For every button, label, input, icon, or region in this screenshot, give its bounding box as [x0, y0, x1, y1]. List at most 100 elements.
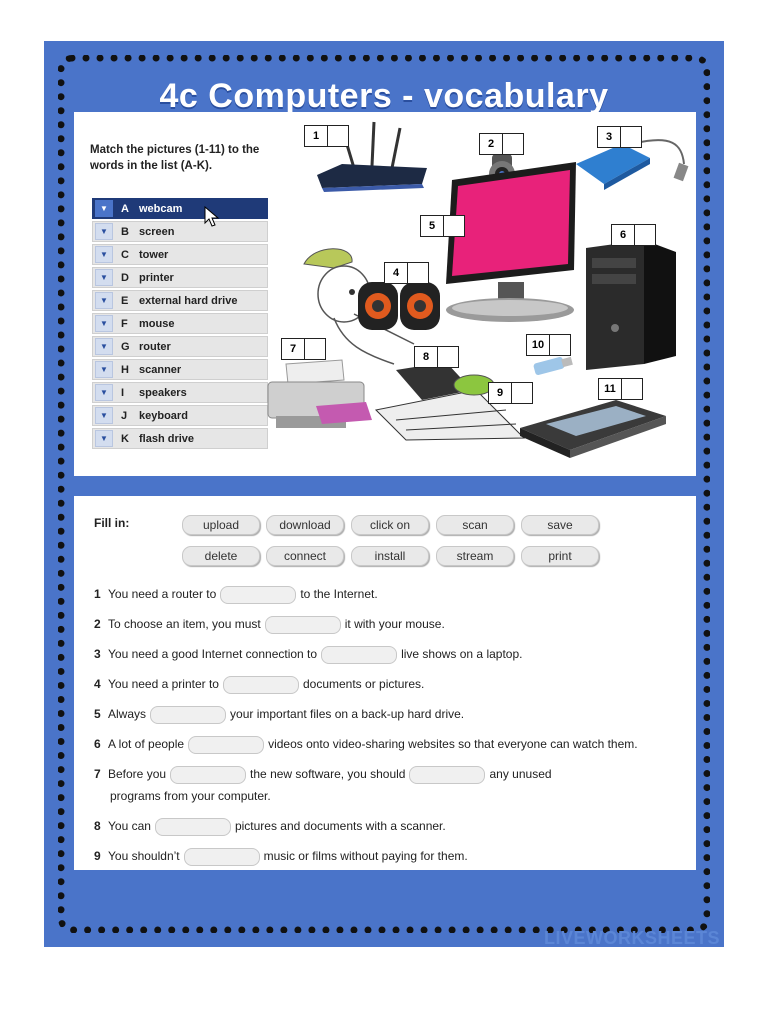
blank-input[interactable] [150, 706, 227, 724]
word-bank-item[interactable]: save [521, 515, 599, 535]
blank-input[interactable] [183, 848, 260, 866]
word-bank-item[interactable]: upload [182, 515, 260, 535]
picture-number-box-11: 11 [598, 378, 643, 400]
blank-input[interactable] [188, 736, 265, 754]
chevron-down-icon[interactable]: ▼ [95, 292, 113, 309]
sentence-text: To choose an item, you must [108, 617, 261, 632]
item-letter: D [121, 271, 129, 284]
pointer-cursor-icon [204, 206, 220, 227]
word-bank-item[interactable]: scan [436, 515, 514, 535]
sentence-number: 7 [94, 767, 101, 782]
chevron-down-icon[interactable]: ▼ [95, 430, 113, 447]
picture-number-box-5: 5 [420, 215, 465, 237]
chevron-down-icon[interactable]: ▼ [95, 200, 113, 217]
word-bank-item[interactable]: install [351, 546, 429, 566]
picture-number: 2 [480, 134, 503, 154]
sentence-text: live shows on a laptop. [401, 647, 523, 662]
chevron-down-icon[interactable]: ▼ [95, 338, 113, 355]
sentence-5: 5 Always your important files on a back-up… [94, 706, 464, 724]
item-letter: K [121, 432, 129, 445]
picture-number-box-9: 9 [488, 382, 533, 404]
answer-input-box[interactable] [503, 134, 523, 154]
blank-input[interactable] [222, 676, 299, 694]
chevron-down-icon[interactable]: ▼ [95, 269, 113, 286]
sentence-text: You need a printer to [108, 677, 219, 692]
picture-number: 1 [305, 126, 328, 146]
sentence-text: You shouldn’t [108, 849, 180, 864]
speakers-image [358, 282, 440, 330]
chevron-down-icon[interactable]: ▼ [95, 407, 113, 424]
word-bank-item[interactable]: delete [182, 546, 260, 566]
item-letter: I [121, 386, 125, 399]
router-image [317, 121, 427, 192]
answer-input-box[interactable] [328, 126, 348, 146]
blank-input[interactable] [220, 586, 297, 604]
picture-number: 5 [421, 216, 444, 236]
blank-input[interactable] [409, 766, 486, 784]
answer-input-box[interactable] [444, 216, 464, 236]
blank-input[interactable] [170, 766, 247, 784]
picture-number: 10 [527, 335, 550, 355]
answer-input-box[interactable] [512, 383, 532, 403]
sentence-number: 5 [94, 707, 101, 722]
tower-image [586, 240, 676, 370]
item-word: screen [139, 225, 175, 238]
word-bank-item[interactable]: print [521, 546, 599, 566]
item-word: router [139, 340, 171, 353]
word-bank-item[interactable]: download [266, 515, 344, 535]
word-bank-item[interactable]: stream [436, 546, 514, 566]
item-word: flash drive [139, 432, 195, 445]
answer-input-box[interactable] [550, 335, 570, 355]
item-letter: J [121, 409, 128, 422]
chevron-down-icon[interactable]: ▼ [95, 361, 113, 378]
blank-input[interactable] [154, 818, 231, 836]
answer-input-box[interactable] [438, 347, 458, 367]
picture-number-box-1: 1 [304, 125, 349, 147]
sentence-text: your important files on a back-up hard d… [230, 707, 465, 722]
blank-input[interactable] [264, 616, 341, 634]
answer-input-box[interactable] [408, 263, 428, 283]
blank-input[interactable] [321, 646, 398, 664]
item-word: printer [139, 271, 174, 284]
chevron-down-icon[interactable]: ▼ [95, 223, 113, 240]
item-letter: H [121, 363, 129, 376]
sentence-text: to the Internet. [300, 587, 378, 602]
sentence-text: A lot of people [108, 737, 185, 752]
chevron-down-icon[interactable]: ▼ [95, 315, 113, 332]
sentence-7-continued: programs from your computer. [110, 789, 271, 803]
item-word: speakers [139, 386, 187, 399]
word-bank-item[interactable]: click on [351, 515, 429, 535]
answer-input-box[interactable] [635, 225, 655, 245]
sentence-number: 3 [94, 647, 101, 662]
chevron-down-icon[interactable]: ▼ [95, 384, 113, 401]
word-bank-item[interactable]: connect [266, 546, 344, 566]
item-letter: G [121, 340, 130, 353]
sentence-text: Always [108, 707, 147, 722]
keyboard-image [374, 362, 526, 441]
answer-input-box[interactable] [621, 127, 641, 147]
item-word: keyboard [139, 409, 188, 422]
answer-input-box[interactable] [305, 339, 325, 359]
picture-number: 4 [385, 263, 408, 283]
sentence-number: 1 [94, 587, 101, 602]
answer-input-box[interactable] [622, 379, 642, 399]
chevron-down-icon[interactable]: ▼ [95, 246, 113, 263]
sentence-text: the new software, you should [250, 767, 406, 782]
sentence-number: 4 [94, 677, 101, 692]
sentence-text: pictures and documents with a scanner. [234, 819, 446, 834]
